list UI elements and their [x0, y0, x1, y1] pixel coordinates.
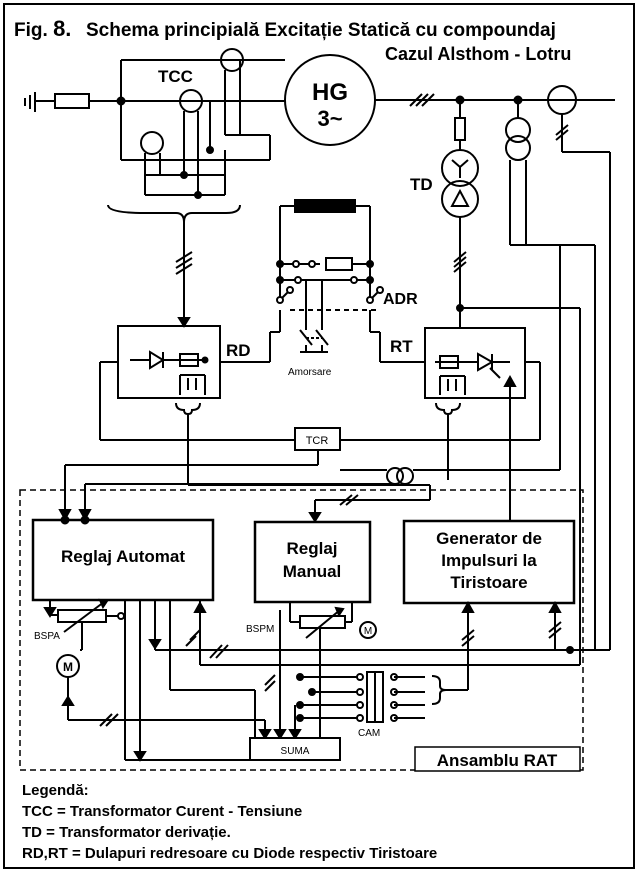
generator-label-3: Tiristoare [450, 573, 527, 592]
reglaj-automat-block [31, 518, 215, 602]
excitation-circuit [220, 199, 425, 363]
reglaj-manual-label-2: Manual [283, 562, 342, 581]
tcc-label: TCC [158, 67, 193, 86]
legend-item-tcc: TCC = Transformator Curent - Tensiune [22, 803, 303, 820]
voltage-transformer [505, 117, 531, 143]
figure-frame [3, 3, 635, 869]
generator-impulsuri-block [402, 519, 576, 605]
motor-letter-bspm: M [364, 626, 372, 637]
suma-box [249, 737, 341, 761]
rt-cabinet [340, 327, 541, 520]
hg-phase-label: 3~ [317, 106, 342, 131]
tcc-transformer [220, 48, 244, 72]
neutral-resistor [54, 93, 90, 109]
bspa-label: BSPA [34, 631, 60, 642]
bspm-label: BSPM [246, 624, 274, 635]
generator-section [24, 48, 615, 665]
amorsare-label: Amorsare [288, 367, 332, 378]
diagram-title: Schema principială Excitație Statică cu … [86, 20, 556, 41]
reglaj-automat-label: Reglaj Automat [61, 547, 185, 566]
tcc-transformer [140, 131, 164, 155]
field-winding [294, 199, 356, 213]
rd-label: RD [226, 341, 251, 360]
tcr-label: TCR [306, 435, 329, 447]
ansamblu-rat-label: Ansamblu RAT [437, 751, 558, 770]
generator-label-1: Generator de [436, 529, 542, 548]
legend-item-td: TD = Transformator derivație. [22, 824, 231, 841]
adr-label: ADR [383, 291, 418, 308]
motor-letter-bspa: M [63, 660, 73, 674]
reglaj-manual-block [253, 520, 372, 604]
tcc-brace [107, 204, 241, 223]
motor-symbol-bspm [359, 621, 377, 639]
tcc-transformer [179, 89, 203, 113]
tcr-group [58, 244, 596, 650]
legend: Legendă: TCC = Transformator Curent - Te… [22, 780, 622, 864]
diagram-subtitle: Cazul Alsthom - Lotru [385, 44, 571, 64]
td-label: TD [410, 175, 433, 194]
td-transformer [441, 149, 479, 187]
fig-label: Fig. 8. [14, 16, 71, 41]
ansamblu-label-box [414, 746, 581, 772]
suma-label: SUMA [281, 746, 310, 757]
rat-assembly-boundary [19, 489, 584, 771]
field-resistor [325, 257, 353, 271]
hg-label: HG [312, 79, 348, 106]
rt-label: RT [390, 337, 413, 356]
cam-label: CAM [358, 728, 380, 739]
generator-label-2: Impulsuri la [441, 551, 537, 570]
legend-heading: Legendă: [22, 782, 89, 799]
td-fuse [454, 117, 466, 141]
legend-item-rd-rt: RD,RT = Dulapuri redresoare cu Diode res… [22, 845, 438, 862]
control-wiring [43, 494, 610, 762]
reglaj-manual-label-1: Reglaj [286, 539, 337, 558]
